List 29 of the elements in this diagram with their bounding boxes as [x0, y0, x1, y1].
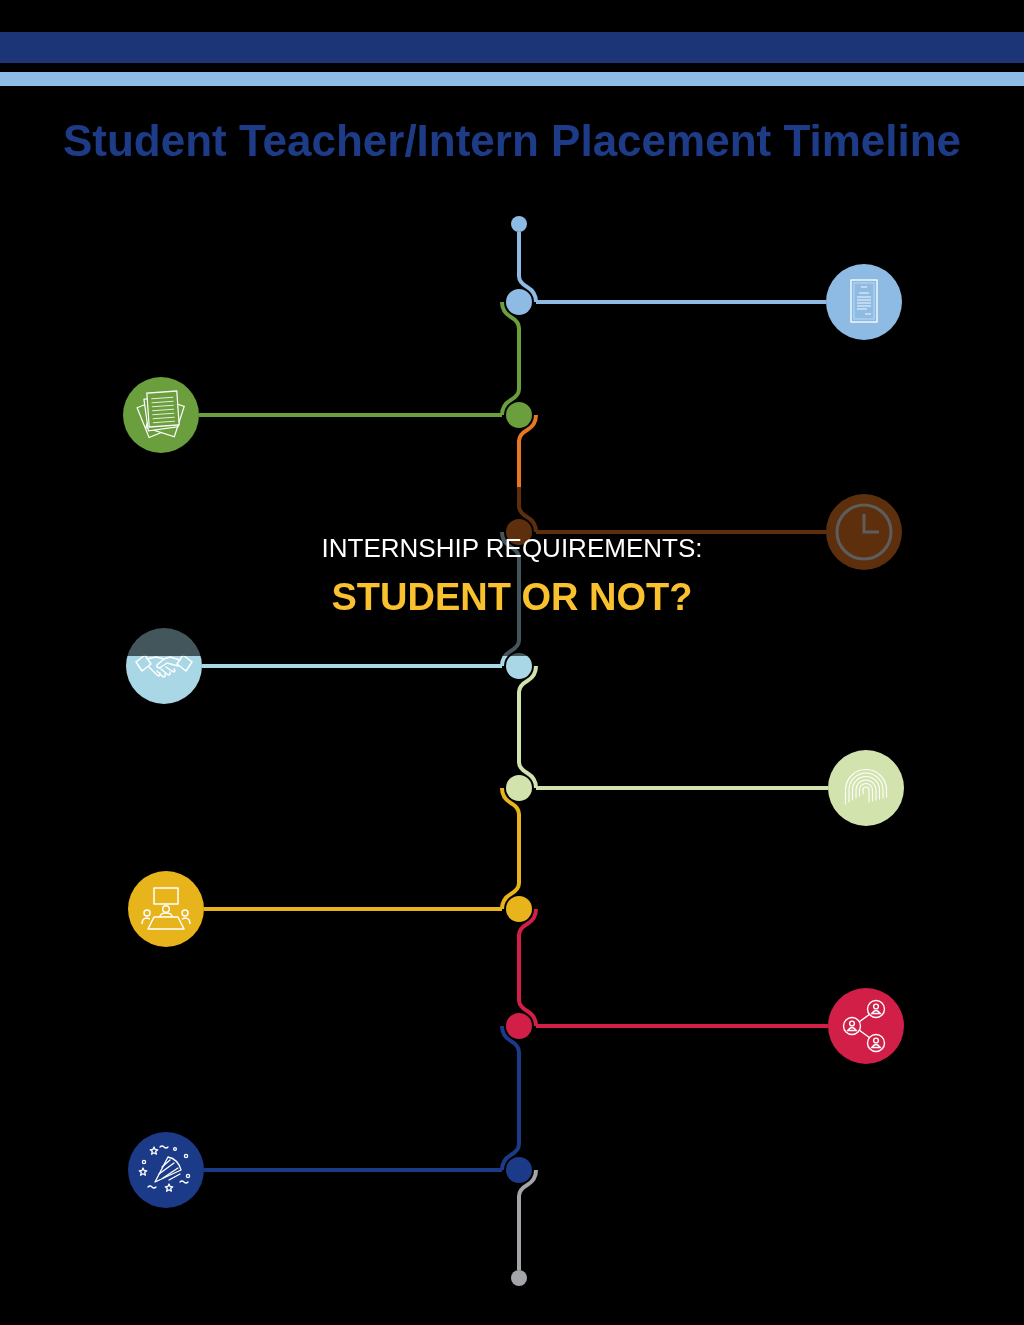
connector-line — [536, 786, 828, 790]
connector-line — [536, 1024, 828, 1028]
timeline-line — [500, 301, 521, 416]
connector-line — [202, 664, 502, 668]
timeline-line — [500, 531, 521, 667]
timeline-dot — [506, 402, 532, 428]
page-title: Student Teacher/Intern Placement Timeline — [61, 119, 963, 163]
timeline-dot — [506, 1157, 532, 1183]
timeline-dot — [506, 289, 532, 315]
connector-line — [204, 1168, 502, 1172]
connector-line — [199, 413, 502, 417]
timeline-dot — [506, 1013, 532, 1039]
timeline-line — [517, 665, 538, 789]
timeline-end-dot — [511, 1270, 527, 1286]
timeline-dot — [506, 775, 532, 801]
timeline-dot — [506, 896, 532, 922]
timeline-line — [500, 787, 521, 910]
timeline-line — [517, 908, 538, 1027]
timeline-line — [500, 1025, 521, 1171]
overlay-heading: INTERNSHIP REQUIREMENTS: — [320, 535, 704, 561]
connector-line — [536, 300, 826, 304]
overlay-subheading: STUDENT OR NOT? — [330, 578, 694, 616]
timeline-dot — [506, 653, 532, 679]
timeline-line — [517, 1169, 538, 1270]
timeline-line — [517, 232, 538, 303]
timeline-end-dot — [511, 216, 527, 232]
timeline-line — [517, 414, 538, 533]
connector-line — [204, 907, 502, 911]
connector-line — [536, 530, 826, 534]
